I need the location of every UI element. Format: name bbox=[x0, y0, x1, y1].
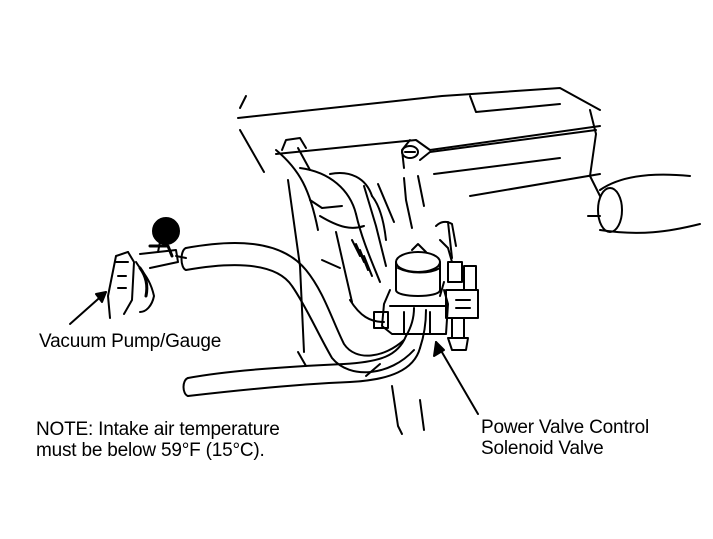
solenoid-valve-label: Power Valve Control Solenoid Valve bbox=[481, 417, 649, 459]
vacuum-pump-gauge-label: Vacuum Pump/Gauge bbox=[39, 331, 221, 352]
note-line-2: must be below 59°F (15°C). bbox=[36, 440, 265, 461]
temperature-note: NOTE: Intake air temperature must be bel… bbox=[36, 419, 280, 461]
intake-plenum bbox=[237, 87, 601, 229]
air-duct bbox=[587, 173, 701, 234]
note-line-1: NOTE: Intake air temperature bbox=[36, 419, 280, 440]
vacuum-pump-gauge bbox=[107, 217, 187, 319]
engine-block bbox=[275, 149, 425, 435]
leader-line-note bbox=[365, 363, 381, 377]
leader-arrow-pump bbox=[69, 291, 107, 325]
vacuum-hose-lower bbox=[182, 307, 427, 397]
solenoid-valve bbox=[373, 243, 449, 335]
pump-label-text: Vacuum Pump/Gauge bbox=[39, 331, 222, 352]
valve-line-1: Power Valve Control bbox=[481, 417, 649, 438]
solenoid-connector bbox=[435, 220, 479, 351]
leader-arrow-valve bbox=[433, 341, 479, 415]
valve-line-2: Solenoid Valve bbox=[481, 438, 604, 459]
